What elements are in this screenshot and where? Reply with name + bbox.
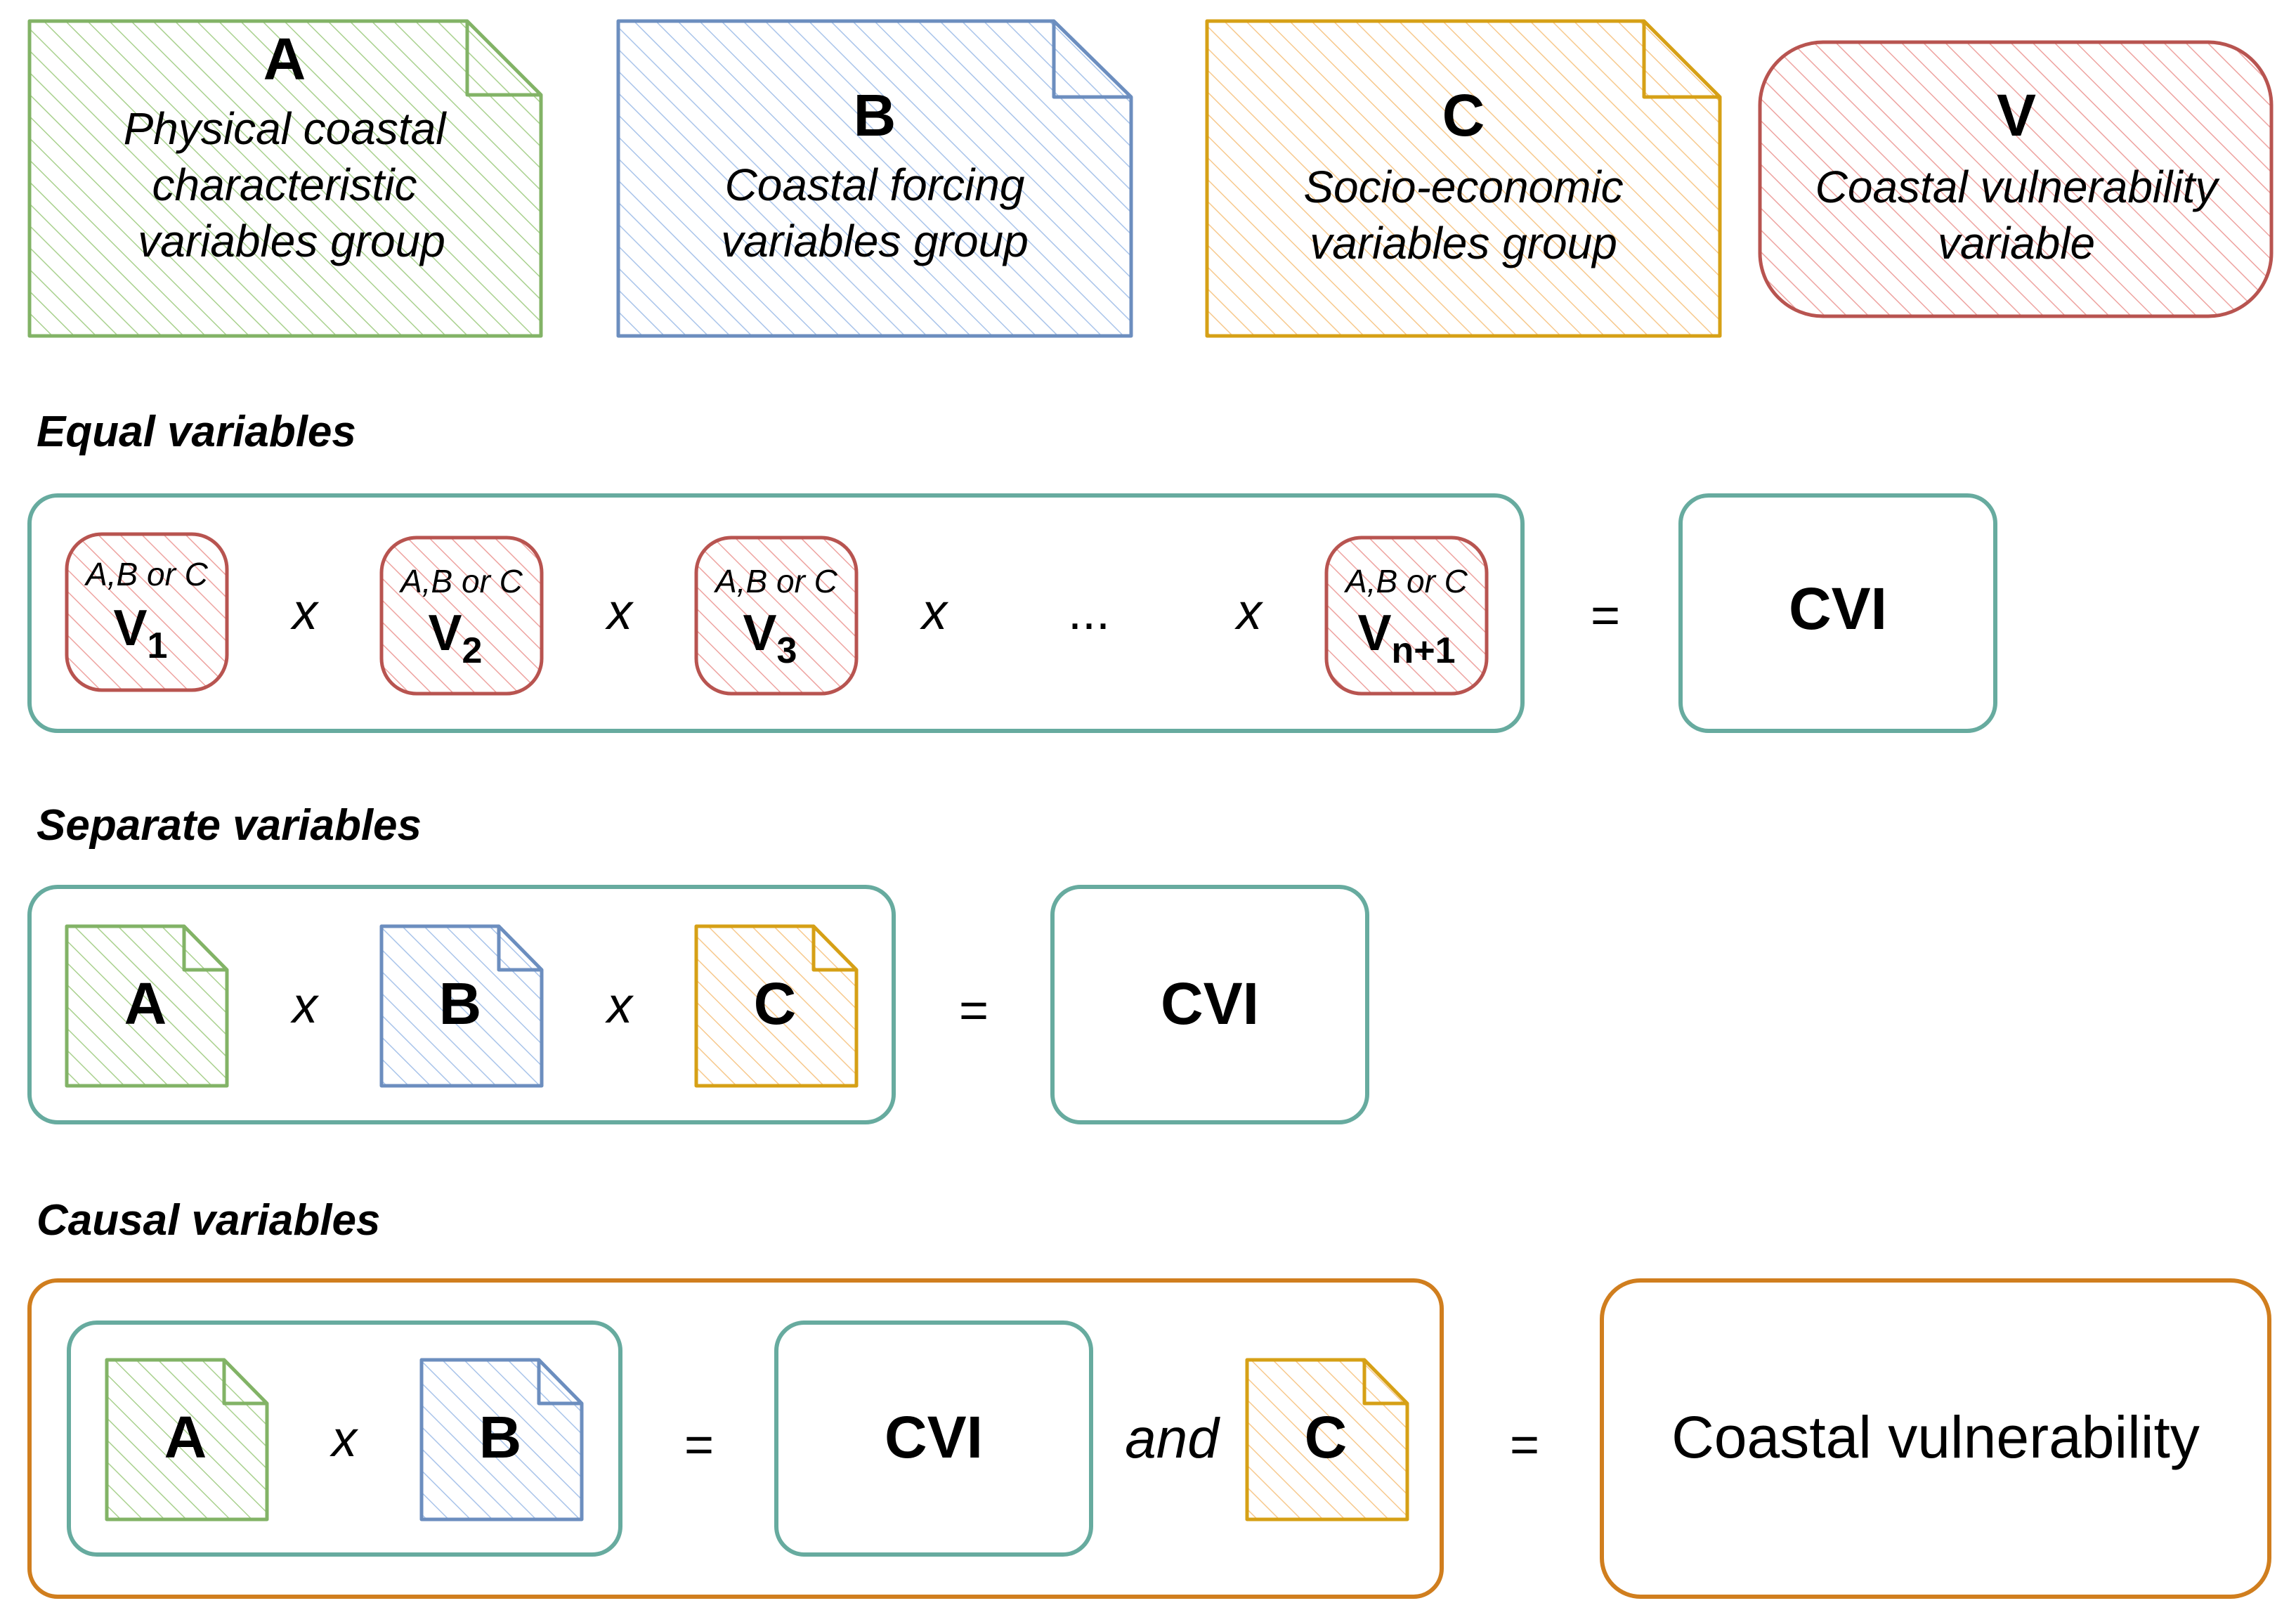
causal-equals-1: = [684, 1417, 714, 1473]
equal-v1-caption: A,B or C [84, 556, 209, 592]
legend-c-letter: C [1442, 82, 1485, 148]
equal-vn1-subscript: n+1 [1391, 630, 1455, 671]
equal-times-3: x [920, 584, 949, 640]
causal-inner-container [67, 1321, 622, 1557]
causal-result-label: Coastal vulnerability [1671, 1404, 2200, 1470]
equal-times-2: x [605, 584, 634, 640]
equal-v3-letter: V [743, 605, 777, 661]
equal-times-1: x [290, 584, 320, 640]
causal-b-letter: B [479, 1404, 522, 1470]
separate-group-a: A [65, 924, 229, 1088]
equal-container [27, 493, 1525, 733]
equal-equals: = [1591, 588, 1620, 644]
legend-a-line-3: variables group [138, 216, 445, 266]
legend-v-letter: V [1997, 82, 2036, 148]
separate-group-b: B [379, 924, 544, 1088]
legend-b-line-2: variables group [721, 216, 1029, 266]
legend-c-line-2: variables group [1310, 218, 1617, 268]
equal-result-cvi: CVI [1678, 493, 1997, 733]
legend-b-line-1: Coastal forcing [725, 160, 1025, 210]
equal-variable-vn1: A,B or C Vn+1 [1324, 536, 1489, 696]
causal-section-title: Causal variables [37, 1196, 380, 1245]
legend-variable-v: V Coastal vulnerability variable [1758, 40, 2274, 318]
equal-result-label: CVI [1789, 576, 1887, 642]
equal-vn1-caption: A,B or C [1343, 563, 1468, 599]
legend-b-letter: B [854, 82, 896, 148]
separate-b-letter: B [439, 971, 482, 1037]
causal-intermediate-label: CVI [885, 1404, 983, 1470]
causal-and-word: and [1125, 1407, 1220, 1469]
legend-group-c: C Socio-economic variables group [1205, 19, 1722, 338]
equal-times-4: x [1234, 584, 1264, 640]
legend-v-line-2: variable [1938, 218, 2095, 268]
equal-v2-label: V2 [429, 605, 483, 671]
separate-a-letter: A [124, 971, 167, 1037]
causal-group-b: B [419, 1358, 584, 1522]
causal-a-letter: A [164, 1404, 207, 1470]
equal-variable-v3: A,B or C V3 [694, 536, 859, 696]
separate-times-1: x [290, 978, 320, 1034]
causal-group-c: C [1245, 1358, 1409, 1522]
equal-ellipsis: ... [1068, 584, 1110, 640]
legend-a-line-1: Physical coastal [124, 103, 448, 154]
equal-vn1-letter: V [1357, 605, 1391, 661]
causal-intermediate-cvi: CVI [774, 1321, 1093, 1557]
legend-v-line-1: Coastal vulnerability [1815, 162, 2221, 212]
equal-v3-subscript: 3 [777, 630, 797, 671]
equal-v2-letter: V [429, 605, 462, 661]
separate-result-label: CVI [1161, 971, 1259, 1037]
separate-group-c: C [694, 924, 859, 1088]
legend-a-line-2: characteristic [152, 160, 417, 210]
legend-group-b: B Coastal forcing variables group [616, 19, 1133, 338]
separate-times-2: x [605, 978, 634, 1034]
equal-v1-letter: V [114, 600, 148, 656]
separate-container [27, 885, 896, 1124]
separate-c-letter: C [754, 971, 797, 1037]
equal-variable-v1: A,B or C V1 [65, 532, 229, 692]
legend-group-a: A Physical coastal characteristic variab… [27, 19, 543, 338]
causal-outer-container [27, 1278, 1444, 1599]
separate-result-cvi: CVI [1050, 885, 1369, 1124]
equal-variable-v2: A,B or C V2 [379, 536, 544, 696]
equal-v2-caption: A,B or C [398, 563, 523, 599]
equal-v2-subscript: 2 [462, 630, 483, 671]
causal-c-letter: C [1305, 1404, 1348, 1470]
equal-v1-label: V1 [114, 600, 168, 666]
separate-section-title: Separate variables [37, 801, 422, 850]
legend-c-line-1: Socio-economic [1303, 162, 1623, 212]
separate-equals: = [959, 982, 989, 1039]
legend-a-letter: A [263, 26, 306, 92]
causal-result-vulnerability: Coastal vulnerability [1600, 1278, 2271, 1599]
causal-times: x [330, 1411, 359, 1467]
equal-v3-label: V3 [743, 605, 797, 671]
equal-section-title: Equal variables [37, 408, 356, 456]
causal-group-a: A [105, 1358, 269, 1522]
causal-equals-2: = [1510, 1417, 1539, 1473]
equal-v1-subscript: 1 [148, 625, 168, 666]
equal-v3-caption: A,B or C [713, 563, 838, 599]
equal-vn1-label: Vn+1 [1357, 605, 1455, 671]
